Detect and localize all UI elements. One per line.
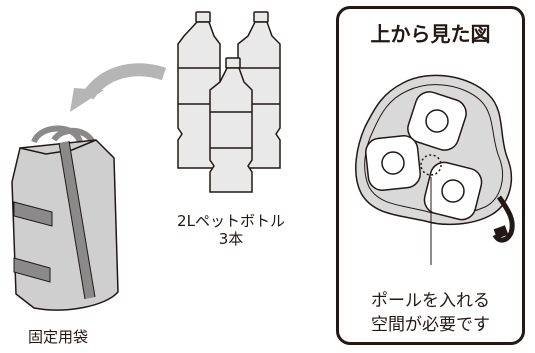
caption-line1: ポールを入れる [371, 291, 490, 311]
bottles-label-line1: 2Lペットボトル [177, 212, 285, 230]
top-view-title: 上から見た図 [370, 22, 491, 46]
curved-arrow-icon [70, 63, 167, 112]
caption-line2: 空間が必要です [371, 315, 490, 335]
bottle-front [209, 57, 253, 193]
pet-bottles-illustration [177, 11, 281, 193]
top-view-caption: ポールを入れる 空間が必要です [339, 289, 522, 337]
bottles-label: 2Lペットボトル 3本 [176, 212, 286, 248]
bag-label: 固定用袋 [27, 328, 88, 346]
fixing-bag-illustration [11, 125, 119, 311]
pole-space-marker [420, 154, 442, 176]
top-view-panel: 上から見た図 ポールを入れる 空間が必要です [336, 6, 525, 345]
bottles-label-line2: 3本 [218, 230, 244, 248]
top-view-diagram [355, 74, 515, 265]
